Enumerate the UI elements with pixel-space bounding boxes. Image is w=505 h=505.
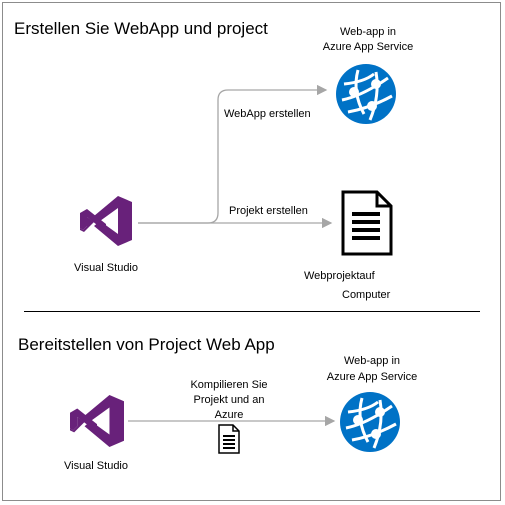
compile-label-line2: Projekt und an xyxy=(193,394,265,406)
visual-studio-icon xyxy=(80,196,132,246)
compile-label-line3: Azure xyxy=(214,409,244,421)
document-icon xyxy=(341,190,393,256)
create-webapp-label: WebApp erstellen xyxy=(224,108,311,120)
project-label-line1: Webprojektauf xyxy=(304,270,375,282)
azure-app-service-icon xyxy=(334,62,398,126)
section2-webapp-label-line2: Azure App Service xyxy=(326,371,418,383)
section1-webapp-label-line1: Web-app in xyxy=(339,26,397,38)
section2-source-label: Visual Studio xyxy=(63,460,128,472)
section1-webapp-label-line2: Azure App Service xyxy=(322,41,414,53)
create-project-label: Projekt erstellen xyxy=(229,205,308,217)
document-icon xyxy=(218,424,240,454)
visual-studio-icon xyxy=(70,395,124,447)
section1-source-label: Visual Studio xyxy=(73,262,138,274)
compile-label-line1: Kompilieren Sie xyxy=(190,379,268,391)
section2-title: Bereitstellen von Project Web App xyxy=(18,335,275,354)
project-label-line2: Computer xyxy=(342,289,391,301)
section-divider xyxy=(24,311,480,312)
section2-webapp-label-line1: Web-app in xyxy=(343,355,401,367)
diagram-frame xyxy=(2,2,501,501)
azure-app-service-icon xyxy=(338,390,402,454)
section1-title: Erstellen Sie WebApp und project xyxy=(14,19,268,38)
